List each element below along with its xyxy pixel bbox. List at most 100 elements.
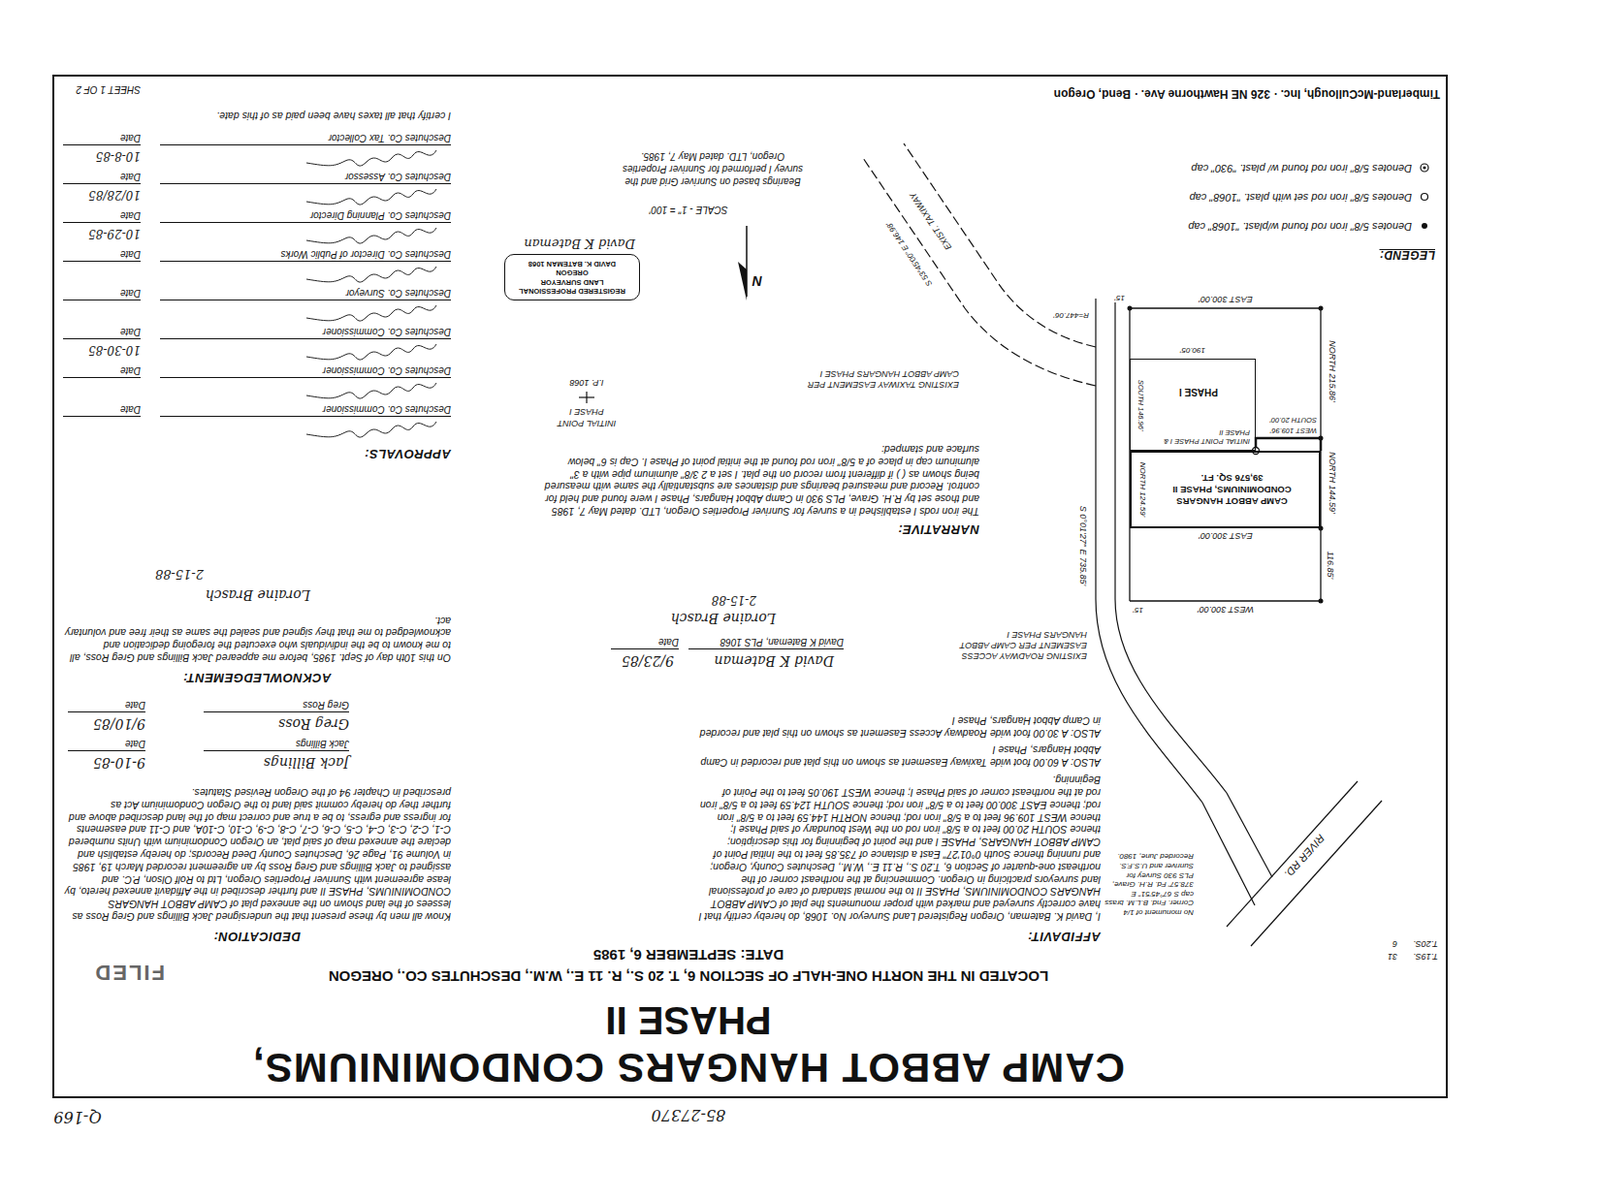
signature-date: 9-10-85 (93, 754, 146, 771)
legend-symbol (1420, 163, 1429, 172)
taxiway-line (903, 143, 1096, 348)
filed-stamp: FILED (93, 960, 165, 986)
approval-title: Deschutes Co. Commissioner (160, 403, 451, 417)
surveyor-stamp: REGISTERED PROFESSIONAL LAND SURVEYORORE… (504, 255, 640, 302)
node-text: OREGON (555, 268, 588, 278)
road-line (1250, 800, 1382, 947)
dimension: 15' (1114, 292, 1126, 303)
approval-title: Deschutes Co. Surveyor (160, 287, 451, 301)
iron-rod (1127, 306, 1133, 312)
file-number: Q-169 (53, 1108, 102, 1127)
dimension: SOUTH 20.00' (1268, 416, 1318, 425)
dimension: SOUTH 146.96' (1136, 379, 1146, 433)
parcel-line (1129, 307, 1321, 309)
dimension: WEST 300.00' (1196, 604, 1255, 615)
dimension: 116.85' (1325, 550, 1337, 581)
node-text: 39,576 SQ. FT. (1201, 472, 1264, 484)
roadway-easement (1095, 298, 1273, 906)
dimension: EAST 300.00' (1197, 530, 1253, 542)
signature-scribble (306, 227, 437, 244)
river-road (1226, 781, 1382, 947)
approval-title: Deschutes Co. Planning Director (160, 209, 451, 224)
signature-caption: Date (63, 131, 141, 146)
dimension: NORTH 144.59' (1327, 450, 1339, 515)
signature-caption: Date (67, 699, 146, 713)
easement-label: EXISTING TAXIWAY EASEMENT PER CAMP ABBOT… (788, 368, 960, 390)
section-heading: DEDICATION: (213, 928, 301, 945)
signature-caption: Date (63, 209, 141, 224)
approval-title: Deschutes Co. Director of Public Works (160, 248, 451, 262)
corner-note: No monument of 1/4 Corner. Fnd. B.L.M. b… (1103, 852, 1195, 918)
signature-scribble (306, 305, 437, 321)
narrative-text: The iron rods I established in a survey … (538, 443, 980, 518)
legend-text: Denotes 5/8" iron rod found w/ plast. "9… (1190, 161, 1412, 175)
dimension: NORTH 215.86' (1327, 339, 1339, 404)
dimension: EAST 300.00' (1197, 293, 1253, 305)
township-label: T.20S. (1411, 938, 1440, 950)
signature-scribble (306, 189, 437, 205)
legend-symbols (1420, 163, 1429, 229)
phase-ii-boundary: CAMP ABBOT HANGARS CONDOMINIUMS, PHASE I… (1129, 450, 1321, 529)
legend-text: Denotes 5/8" iron rod found w/plast. "10… (1187, 220, 1412, 233)
section-number: 6 (1391, 938, 1399, 950)
iron-rod (1318, 436, 1324, 442)
signature-caption: Date (63, 325, 141, 340)
bearings-note: Bearings based on Sunriver Grid and the … (610, 150, 815, 188)
township-label: T.19S. (1411, 951, 1440, 962)
initial-point-label: PHASE I (568, 406, 606, 417)
affidavit-text: ALSO: A 60.00 foot wide Taxiway Easement… (698, 743, 1101, 769)
legend-symbol (1421, 223, 1428, 229)
approval-date: 10-8-85 (96, 149, 141, 163)
acknowledgement-text: On this 10th day of Sept. 1985, before m… (63, 614, 451, 665)
dimension: WEST 109.96' (1269, 426, 1318, 436)
signature-caption: David K Bateman, PLS 1068 (688, 636, 844, 650)
taxiway-line (863, 158, 1096, 386)
signature-caption: Date (63, 170, 141, 185)
signature-date: 2-15-88 (155, 566, 204, 582)
north-arrow (737, 225, 747, 301)
bearing-distance: S 0°01'27" E 735.85' (1078, 505, 1089, 587)
dedication-text: Know all men by these present that the u… (63, 786, 451, 924)
legend-text: Denotes 5/8" iron rod set with plast. "1… (1189, 191, 1412, 204)
signature-caption: Jack Billings (203, 737, 350, 752)
signature: Jack Billings (263, 754, 350, 771)
easement-label: EXIST. TAXIWAY (907, 189, 956, 253)
signature-scribble (306, 383, 437, 399)
initial-point-cross (585, 391, 587, 404)
parcel-lines (1129, 308, 1321, 602)
corner-monuments (1127, 306, 1324, 605)
approval-date: 10-30-85 (88, 343, 141, 357)
legend-heading: LEGEND: (1379, 248, 1437, 262)
signature-scribble (306, 421, 437, 438)
initial-point-label: I.P. 1068 (569, 377, 606, 388)
parcel-line (1129, 600, 1321, 602)
signature: David K Bateman (523, 235, 636, 252)
signature-caption: Date (63, 403, 141, 417)
road-name: RIVER RD. (1280, 831, 1328, 882)
approval-date: 10/28/85 (88, 188, 141, 202)
affidavit-text: ALSO: A 30.00 foot wide Roadway Access E… (698, 714, 1101, 740)
affidavit-text: I, David K. Bateman, Oregon Registered L… (698, 773, 1101, 924)
sheet-title: CAMP ABBOT HANGARS CONDOMINIUMS, (252, 1043, 1125, 1092)
iron-rod (1318, 599, 1324, 605)
firm-name: Timberland-McCullough, Inc. · 326 NE Haw… (1054, 87, 1440, 101)
tax-certificate: I certify that all taxes have been paid … (150, 109, 451, 123)
section-heading: APPROVALS: (364, 446, 451, 462)
approval-title: Deschutes Co. Commissioner (160, 364, 451, 379)
dimension: 15' (1132, 605, 1145, 615)
signature-caption: Greg Ross (203, 699, 350, 713)
sheet-number: SHEET 1 OF 2 (75, 82, 141, 96)
legend-symbol (1422, 165, 1426, 169)
road-line (1226, 781, 1358, 928)
section-number: 31 (1386, 951, 1399, 962)
signature: Greg Ross (278, 715, 350, 733)
signature-date: 2-15-88 (711, 593, 757, 608)
section-heading: NARRATIVE: (897, 521, 980, 538)
approval-title: Deschutes Co. Assessor (160, 170, 451, 185)
signature-date: 9/10/85 (93, 715, 146, 733)
node-text: DAVID K. BATEMAN 1068 (528, 259, 616, 269)
notary-signature: Loraine Brasch (205, 586, 311, 604)
node-text: REGISTERED PROFESSIONAL LAND SURVEYOR (511, 277, 634, 296)
approval-date: 10-29-85 (88, 226, 141, 241)
